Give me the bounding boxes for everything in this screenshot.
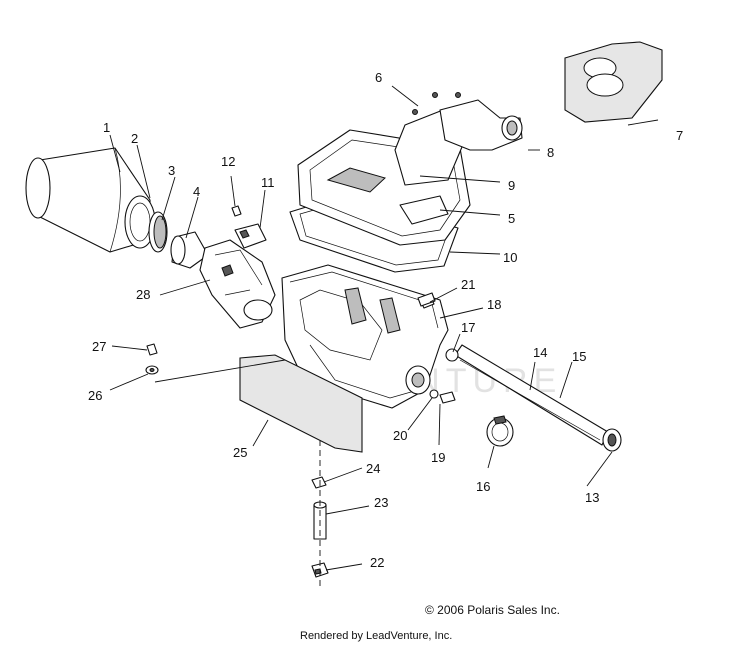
part-1-air-filter bbox=[25, 147, 156, 253]
callout-18: 18 bbox=[487, 297, 501, 312]
part-4-coupler bbox=[170, 231, 209, 269]
part-7-foam-block bbox=[564, 41, 663, 123]
callout-8: 8 bbox=[547, 145, 554, 160]
callout-26: 26 bbox=[88, 388, 102, 403]
part-21-clip bbox=[417, 292, 436, 307]
part-13-end-clamp bbox=[602, 428, 622, 452]
part-17-fitting bbox=[445, 348, 459, 362]
part-8-inlet-snorkel bbox=[439, 99, 523, 151]
part-26-washer bbox=[145, 365, 159, 375]
part-18-airbox-housing bbox=[281, 264, 449, 409]
part-12-bolt bbox=[231, 205, 242, 217]
callout-4: 4 bbox=[193, 184, 200, 199]
callout-25: 25 bbox=[233, 445, 247, 460]
callout-12: 12 bbox=[221, 154, 235, 169]
part-19-screw bbox=[439, 391, 456, 404]
callout-24: 24 bbox=[366, 461, 380, 476]
callout-22: 22 bbox=[370, 555, 384, 570]
rendered-by-text: Rendered by LeadVenture, Inc. bbox=[300, 630, 453, 642]
callout-1: 1 bbox=[103, 120, 110, 135]
leader-lines bbox=[109, 85, 659, 571]
callout-28: 28 bbox=[136, 287, 150, 302]
callout-17: 17 bbox=[461, 320, 475, 335]
callout-14: 14 bbox=[533, 345, 547, 360]
part-28-intake-duct bbox=[199, 239, 276, 329]
callout-2: 2 bbox=[131, 131, 138, 146]
callout-19: 19 bbox=[431, 450, 445, 465]
callout-9: 9 bbox=[508, 178, 515, 193]
part-20-washer bbox=[429, 389, 439, 399]
callout-11: 11 bbox=[261, 175, 275, 190]
callout-numbers: 1 2 3 4 5 6 7 8 9 10 11 12 13 14 15 16 1… bbox=[88, 70, 683, 570]
callout-23: 23 bbox=[374, 495, 388, 510]
part-16-hose-clamp bbox=[486, 415, 514, 447]
callout-7: 7 bbox=[676, 128, 683, 143]
part-25-heat-shield bbox=[239, 354, 363, 453]
callout-15: 15 bbox=[572, 349, 586, 364]
callout-3: 3 bbox=[168, 163, 175, 178]
callout-10: 10 bbox=[503, 250, 517, 265]
callout-21: 21 bbox=[461, 277, 475, 292]
callout-13: 13 bbox=[585, 490, 599, 505]
callout-27: 27 bbox=[92, 339, 106, 354]
callout-16: 16 bbox=[476, 479, 490, 494]
part-27-bolt bbox=[146, 343, 158, 356]
copyright-text: © 2006 Polaris Sales Inc. bbox=[425, 603, 560, 617]
callout-5: 5 bbox=[508, 211, 515, 226]
part-11-sensor bbox=[234, 223, 267, 249]
part-24-drain-clip bbox=[311, 476, 327, 489]
callout-20: 20 bbox=[393, 428, 407, 443]
callout-6: 6 bbox=[375, 70, 382, 85]
part-3-clamp bbox=[148, 211, 168, 253]
